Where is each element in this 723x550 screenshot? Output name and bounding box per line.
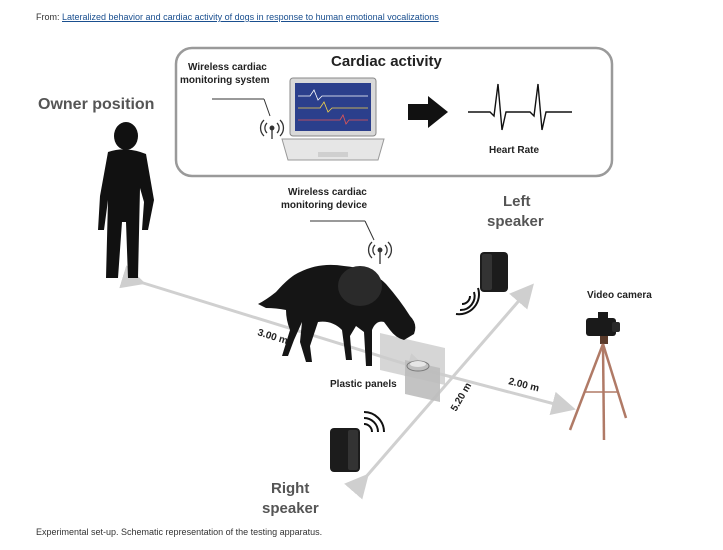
- owner-position-label: Owner position: [38, 96, 154, 113]
- right-speaker-label-line2: speaker: [262, 500, 319, 517]
- device-label-line2: monitoring device: [281, 200, 368, 211]
- cardiac-activity-title: Cardiac activity: [331, 53, 443, 70]
- source-line: From: Lateralized behavior and cardiac a…: [36, 12, 439, 22]
- left-speaker-label-line1: Left: [503, 193, 531, 210]
- signal-icon: [259, 119, 285, 139]
- laptop-icon: [281, 77, 385, 161]
- sound-waves-icon: [455, 287, 480, 316]
- right-speaker-label-line1: Right: [271, 480, 309, 497]
- heart-rate-trace: [468, 83, 572, 131]
- tripod-icon: [568, 343, 628, 441]
- video-camera-label: Video camera: [587, 290, 652, 301]
- signal-icon: [367, 241, 393, 264]
- heart-rate-label: Heart Rate: [489, 145, 539, 156]
- left-speaker: [480, 252, 508, 292]
- device-label-line1: Wireless cardiac: [288, 187, 367, 198]
- article-link[interactable]: Lateralized behavior and cardiac activit…: [62, 12, 439, 22]
- sound-waves-icon: [363, 411, 385, 433]
- left-speaker-label-line2: speaker: [487, 213, 544, 230]
- right-speaker: [330, 428, 360, 472]
- figure-caption: Experimental set-up. Schematic represent…: [36, 527, 323, 537]
- distance-lines: [119, 265, 576, 500]
- video-camera-icon: [586, 312, 620, 344]
- owner-distance-label: 3.00 m: [256, 327, 289, 347]
- owner-silhouette: [98, 122, 154, 278]
- bowl-icon: [406, 360, 430, 372]
- dog-silhouette: [258, 264, 416, 366]
- from-prefix: From:: [36, 12, 62, 22]
- arrow-icon: [408, 96, 448, 128]
- system-label-line1: Wireless cardiac: [188, 62, 267, 73]
- system-label-line2: monitoring system: [180, 75, 270, 86]
- speakers-distance-label: 5.20 m: [449, 381, 474, 414]
- plastic-panels-label: Plastic panels: [330, 379, 397, 390]
